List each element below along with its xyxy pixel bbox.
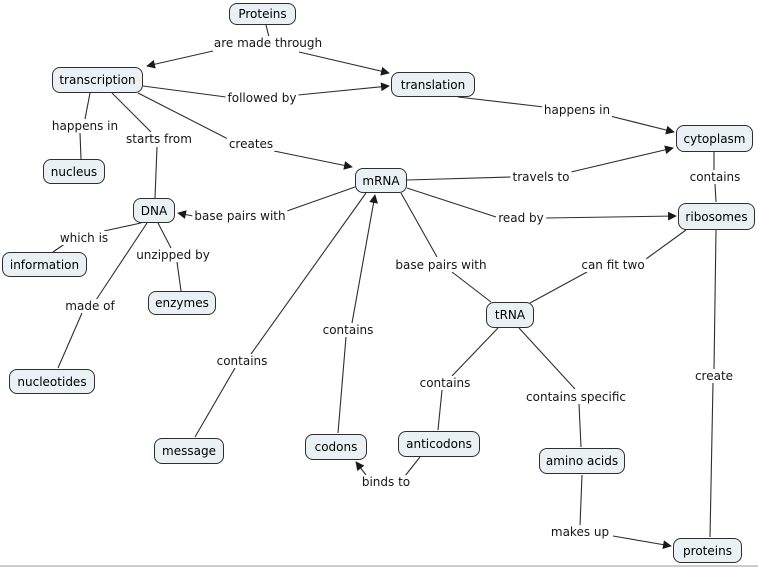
link-label-happens-in-cytoplasm[interactable]: happens in [541, 103, 613, 117]
edge-binds-to-to-codons [355, 461, 367, 476]
edge-can-fit-two-to-ribosomes [645, 229, 687, 260]
edge-contains-to-ribosomes [714, 183, 717, 203]
node-transcription[interactable]: transcription [52, 67, 143, 93]
link-label-travels-to[interactable]: travels to [510, 170, 572, 184]
edge-base-pairs-with-to-dna [177, 210, 194, 219]
edge-are-made-through-to-transcription [146, 50, 214, 69]
link-label-are-made-through[interactable]: are made through [211, 36, 325, 50]
edge-dna-to-which-is [103, 222, 142, 232]
edge-mrna-to-contains-message [250, 192, 367, 355]
link-label-base-pairs-with-dna[interactable]: base pairs with [192, 209, 288, 223]
edge-travels-to-to-cytoplasm [570, 145, 674, 173]
node-nucleotides[interactable]: nucleotides [9, 369, 95, 394]
link-label-contains-codons[interactable]: contains [320, 323, 376, 337]
link-label-happens-in-nucleus[interactable]: happens in [49, 119, 121, 133]
link-label-contains-specific[interactable]: contains specific [524, 390, 628, 404]
link-label-can-fit-two[interactable]: can fit two [579, 258, 647, 272]
link-label-contains-message[interactable]: contains [214, 354, 270, 368]
edge-ribosomes-to-create [713, 229, 717, 370]
link-label-base-pairs-with-trna[interactable]: base pairs with [393, 258, 489, 272]
edge-happens-in-to-cytoplasm [609, 115, 675, 135]
edge-makes-up-to-proteins [612, 535, 672, 549]
edge-transcription-to-creates [137, 92, 231, 141]
link-label-made-of[interactable]: made of [63, 299, 117, 313]
edge-read-by-to-ribosomes [545, 211, 677, 221]
node-trna[interactable]: tRNA [486, 302, 534, 328]
canvas-bottom-edge [0, 565, 758, 567]
node-enzymes[interactable]: enzymes [148, 291, 216, 315]
node-information[interactable]: information [2, 252, 87, 277]
link-label-starts-from[interactable]: starts from [124, 132, 194, 146]
edge-transcription-to-starts-from [111, 92, 152, 133]
edge-unzipped-by-to-enzymes [176, 261, 182, 292]
node-translation[interactable]: translation [391, 72, 475, 97]
edge-made-of-to-nucleotides [57, 312, 83, 369]
edge-creates-to-mrna [273, 150, 353, 170]
edge-followed-by-to-translation [297, 82, 390, 96]
edge-mrna-to-travels-to [406, 176, 512, 181]
link-label-makes-up[interactable]: makes up [548, 525, 612, 539]
edge-contains-to-message [194, 367, 236, 438]
edge-transcription-to-followed-by [142, 85, 227, 98]
link-label-which-is[interactable]: which is [57, 231, 111, 245]
node-mrna[interactable]: mRNA [355, 168, 407, 193]
node-amino-acids[interactable]: amino acids [539, 448, 625, 474]
link-label-contains-anticodons[interactable]: contains [417, 376, 473, 390]
node-dna[interactable]: DNA [133, 198, 175, 223]
edge-anticodons-to-binds-to [404, 456, 421, 477]
edge-codons-to-contains [337, 336, 347, 434]
edge-mrna-to-read-by [406, 187, 497, 218]
edge-amino-acids-to-makes-up [579, 474, 583, 527]
edge-are-made-through-to-translation [298, 51, 390, 76]
edge-trna-to-contains-specific [518, 327, 576, 390]
edge-contains-specific-to-amino-acids [578, 403, 582, 448]
edge-contains-to-anticodons [437, 389, 443, 431]
link-label-read-by[interactable]: read by [496, 211, 546, 225]
edge-dna-to-made-of [95, 222, 148, 301]
edge-mrna-to-base-pairs-with [286, 186, 356, 212]
node-proteins-bottom[interactable]: proteins [673, 538, 742, 563]
edge-mrna-to-base-pairs-with-trna [400, 192, 438, 258]
node-codons[interactable]: codons [305, 434, 367, 460]
link-label-create[interactable]: create [692, 369, 736, 383]
link-label-binds-to[interactable]: binds to [359, 475, 413, 489]
node-nucleus[interactable]: nucleus [43, 159, 105, 184]
edge-transcription-to-happens-in [84, 92, 91, 120]
edge-trna-to-can-fit-two [529, 271, 588, 304]
edge-base-pairs-with-to-trna [451, 271, 492, 303]
edge-happens-in-to-nucleus [79, 132, 82, 160]
edge-trna-to-contains-anticodons [451, 327, 499, 377]
node-anticodons[interactable]: anticodons [398, 431, 480, 457]
node-proteins-top[interactable]: Proteins [229, 3, 296, 25]
link-label-followed-by[interactable]: followed by [225, 91, 299, 105]
edge-translation-to-happens-in [457, 96, 545, 108]
node-ribosomes[interactable]: ribosomes [678, 203, 755, 230]
node-message[interactable]: message [154, 438, 224, 464]
edge-dna-to-unzipped-by [157, 222, 172, 249]
link-label-contains-ribosomes[interactable]: contains [687, 170, 743, 184]
link-label-unzipped-by[interactable]: unzipped by [134, 248, 212, 262]
link-label-creates[interactable]: creates [226, 137, 276, 151]
edge-create-to-proteins [709, 382, 714, 538]
edge-proteins-to-are-made-through [265, 24, 270, 38]
node-cytoplasm[interactable]: cytoplasm [676, 125, 753, 152]
edge-starts-from-to-dna [154, 146, 158, 199]
edge-contains-to-mrna [351, 194, 378, 324]
